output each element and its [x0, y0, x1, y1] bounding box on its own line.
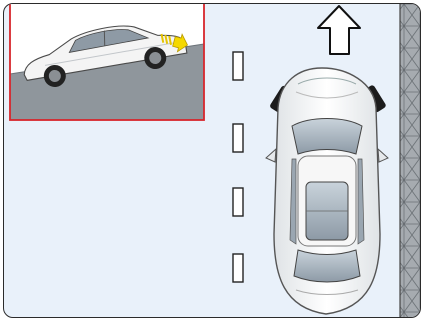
- retaining-wall: [400, 4, 420, 317]
- slope-inset: [10, 4, 204, 120]
- car-top-view: [266, 68, 388, 314]
- parking-line-icon: [233, 52, 243, 80]
- illustration-frame: [3, 3, 421, 318]
- parking-scene: [4, 4, 420, 317]
- parking-line-icon: [233, 188, 243, 216]
- parking-line-icon: [233, 254, 243, 282]
- forward-arrow-icon: [318, 6, 360, 54]
- parking-lines: [233, 52, 243, 282]
- parking-line-icon: [233, 124, 243, 152]
